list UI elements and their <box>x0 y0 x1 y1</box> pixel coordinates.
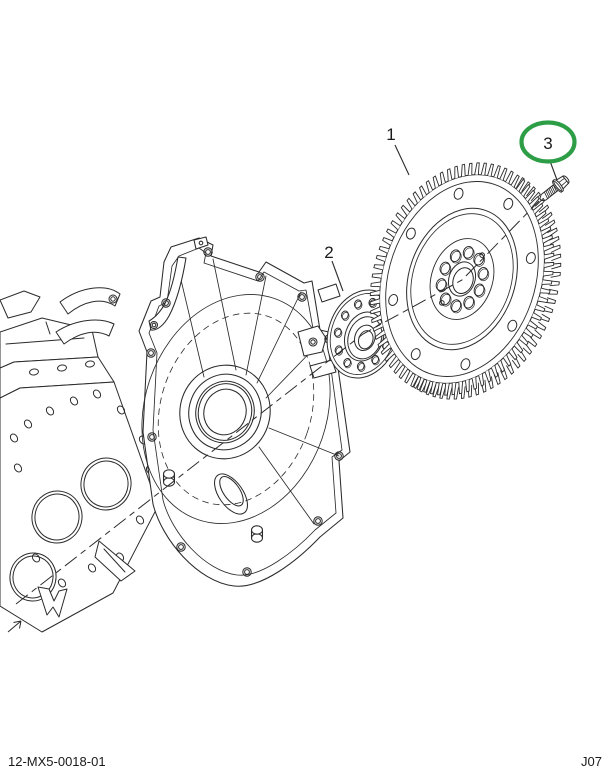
highlight-ellipse <box>519 120 577 164</box>
part-1-flywheel <box>369 162 555 396</box>
assembly-centerline <box>7 200 540 633</box>
bolt-threads <box>544 184 557 199</box>
rear-cover-plate-drawing <box>138 236 351 587</box>
ring-gear-teeth <box>369 162 555 396</box>
kidney-slot <box>214 473 248 515</box>
callout-1-label: 1 <box>386 125 395 144</box>
callout-2-label: 2 <box>324 243 333 262</box>
callout-3-leader <box>549 160 558 181</box>
callout-1[interactable]: 1 <box>386 125 410 176</box>
direction-arrow-icon <box>7 620 22 633</box>
callout-1-leader <box>394 144 410 176</box>
callout-3[interactable]: 3 <box>519 120 577 181</box>
dowel-pin <box>162 469 176 487</box>
callout-2[interactable]: 2 <box>324 243 344 292</box>
part-3-bolt <box>539 175 570 202</box>
rear-main-seal <box>179 364 271 460</box>
figure-number: 12-MX5-0018-01 <box>8 754 106 769</box>
cylinder-bores <box>9 457 132 602</box>
dowel-pin <box>250 525 264 543</box>
callout-2-leader <box>331 260 344 292</box>
flywheel-rim-holes <box>388 187 536 371</box>
flywheel-hub-bolt-holes <box>435 245 490 314</box>
callout-3-label: 3 <box>543 134 552 153</box>
engine-block-drawing <box>0 287 159 633</box>
page-code: J07 <box>581 754 602 769</box>
